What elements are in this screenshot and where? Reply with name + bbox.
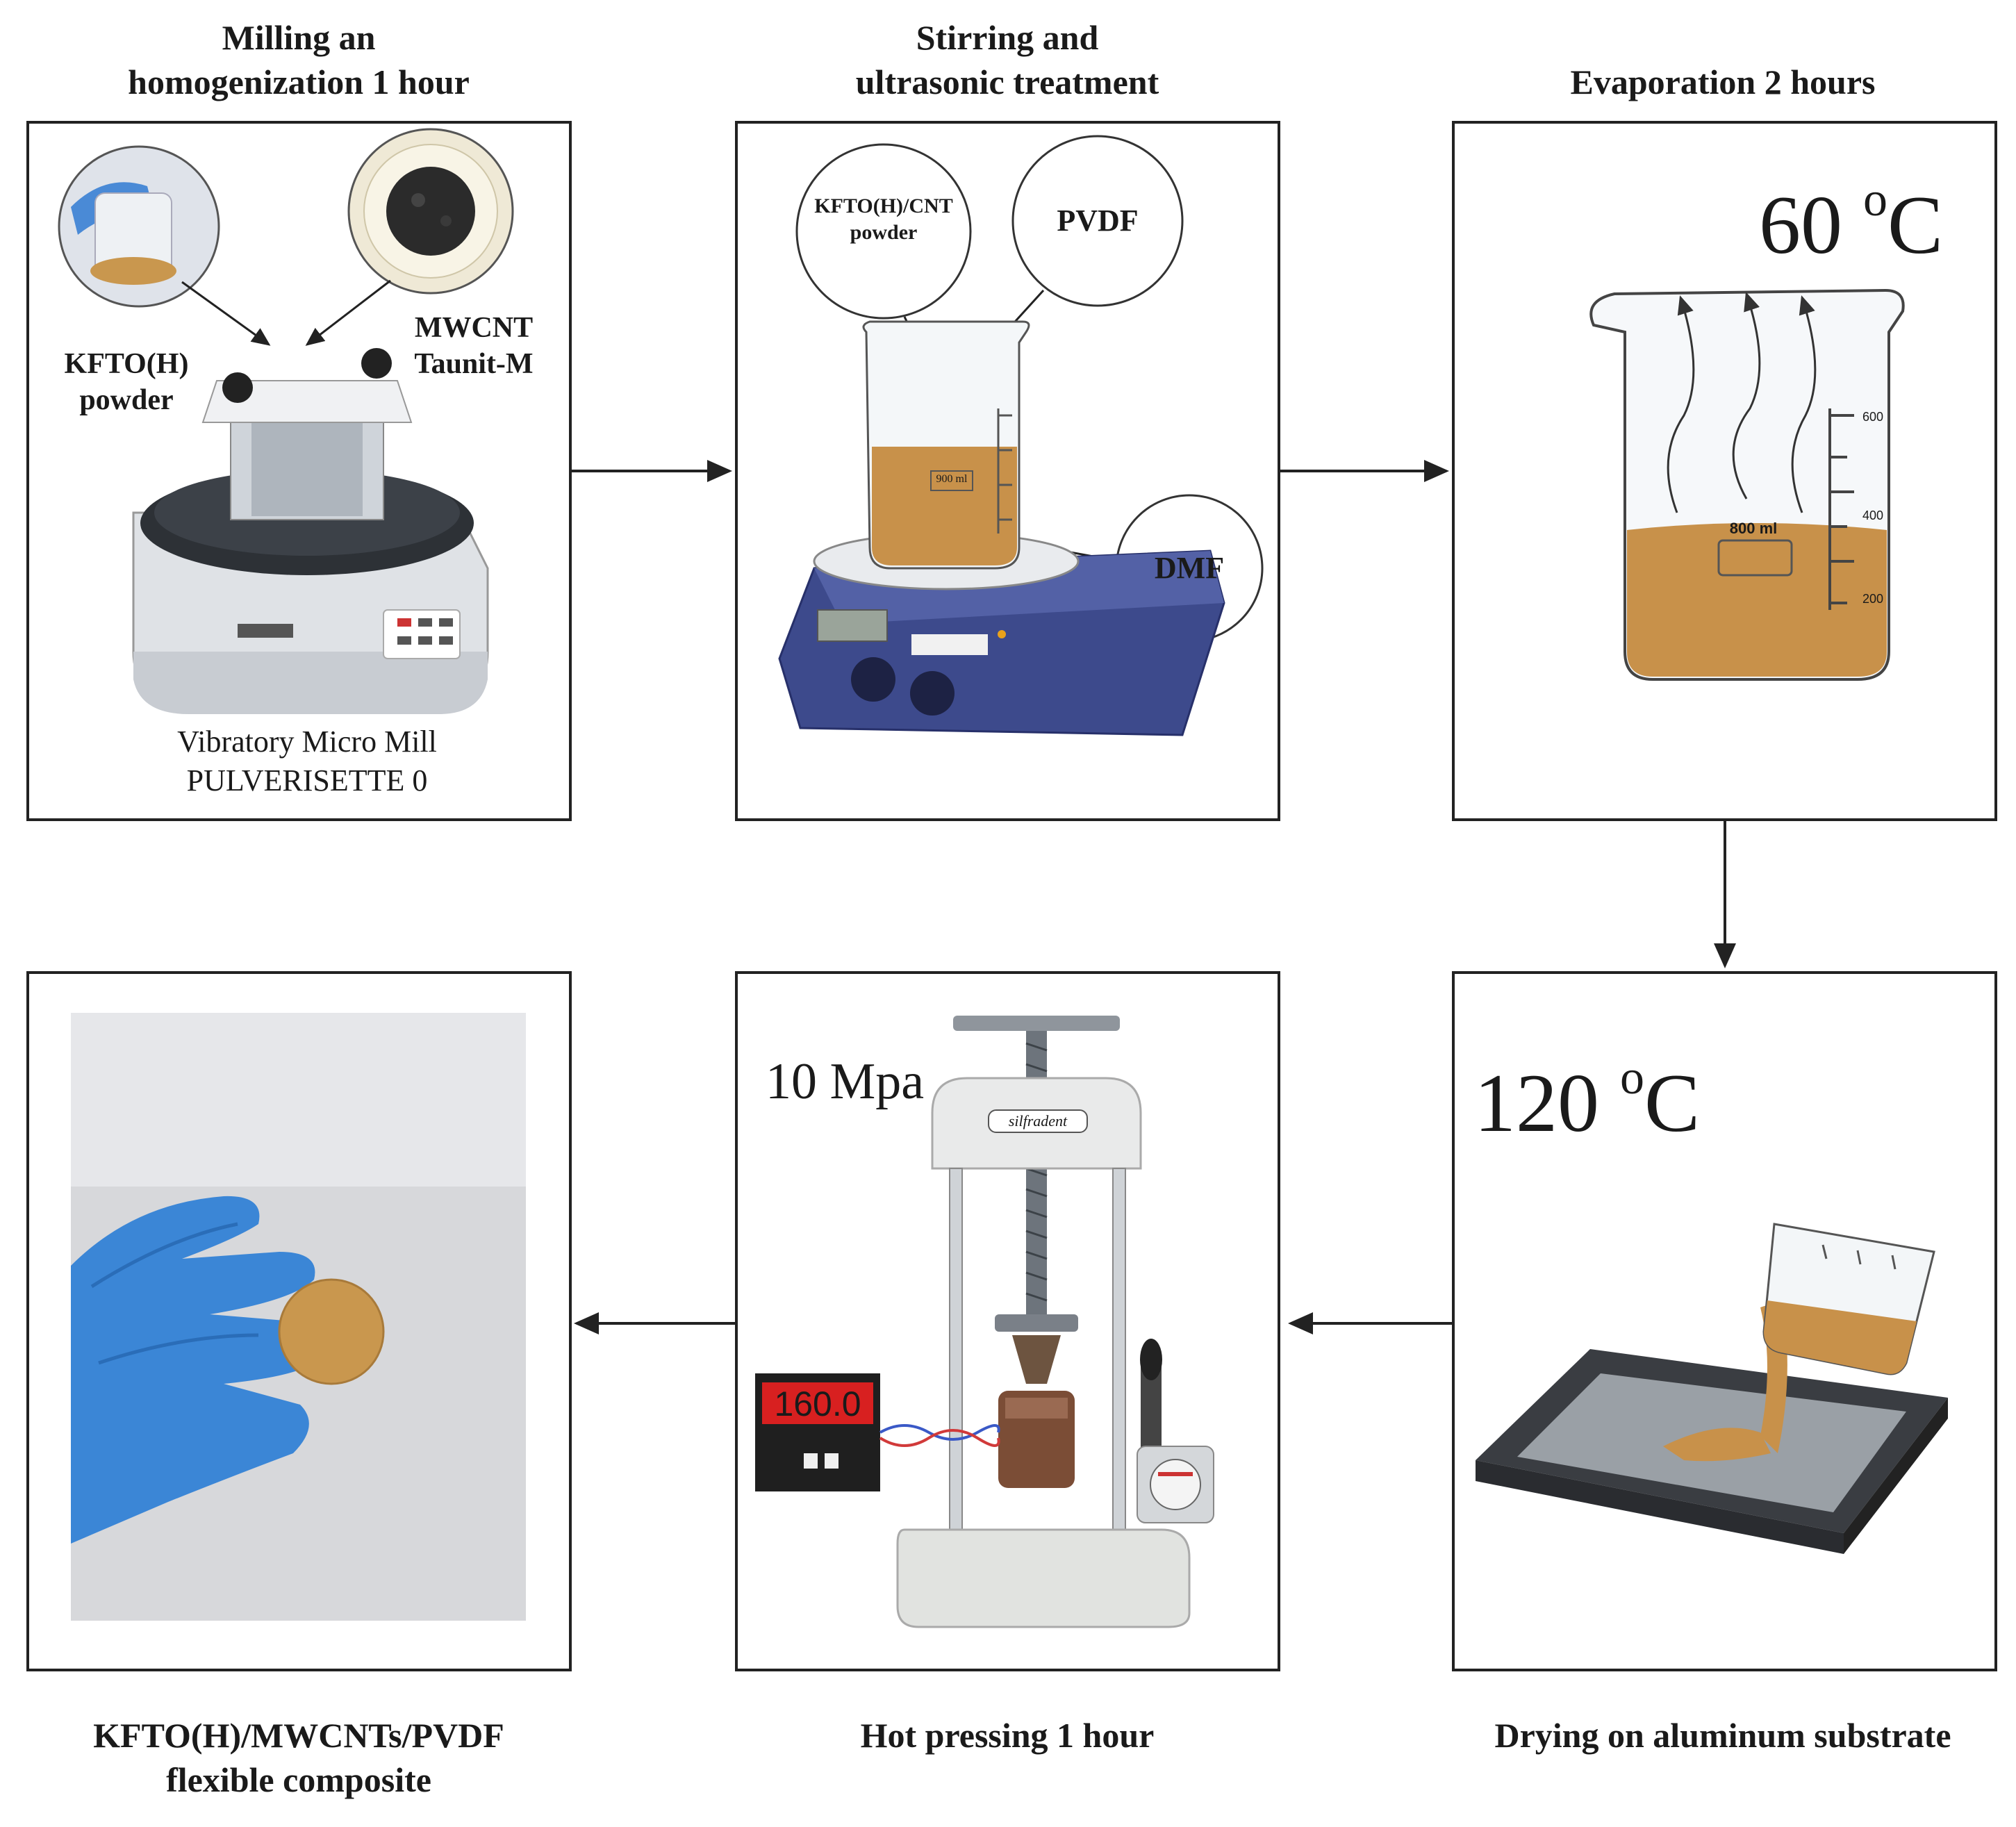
step-title-drying: Drying on aluminum substrate [1494,1716,1951,1755]
aluminum-substrate-tray [1476,1300,1948,1554]
panel-stirring: KFTO(H)/CNT powder PVDF DMF 900 ml [735,121,1280,821]
step-title-evaporation: Evaporation 2 hours [1570,63,1876,101]
degree-mark: o [1863,173,1887,226]
panel-result [26,971,572,1671]
beaker-stirring [862,320,1030,570]
hydraulic-press [896,1016,1214,1628]
temp-unit: C [1887,179,1944,271]
evaporation-illustration [1589,288,1905,681]
composite-disc [278,1278,385,1385]
step-title-stirring: Stirring and ultrasonic treatment [855,18,1159,101]
stirring-illustration [778,135,1264,736]
temp-value: 60 [1759,179,1863,271]
pressing-illustration [755,1016,1214,1628]
label-mwcnt: MWCNT Taunit-M [414,312,534,380]
pouring-beaker [1762,1223,1935,1375]
beaker-volume-label-evap: 800 ml [1729,520,1778,537]
label-kfto-powder: KFTO(H) powder [64,348,189,416]
temp-drying: 120 oC [1474,1030,1700,1152]
circle-dmf-label: DMF [1154,551,1225,585]
glove-hand [71,1196,318,1544]
circle-powder-label: KFTO(H)/CNT powder [814,195,953,244]
drying-illustration [1476,1223,1948,1554]
beaker-volume-label: 900 ml [936,473,968,485]
result-photo [71,1013,526,1621]
pressure-label: 10 Mpa [766,1053,925,1110]
press-brand: silfradent [988,1109,1088,1133]
caption-mill: Vibratory Micro Mill PULVERISETTE 0 [177,725,437,797]
step-title-result: KFTO(H)/MWCNTs/PVDF flexible composite [93,1716,504,1799]
temp-evaporation: 60 oC [1759,151,1943,274]
circle-pvdf-label: PVDF [1057,204,1139,238]
degree-mark-drying: o [1620,1051,1644,1105]
temperature-controller [755,1373,1000,1491]
step-title-pressing: Hot pressing 1 hour [860,1716,1155,1755]
circle-powder [795,143,972,320]
mwcnt-powder-photo [347,128,514,295]
vibratory-mill-device [132,348,489,714]
step-title-milling: Milling an homogenization 1 hour [128,18,470,101]
panel-milling: KFTO(H) powder MWCNT Taunit-M Vibratory … [26,121,572,821]
controller-display: 160.0 [774,1384,861,1423]
temp-unit-drying: C [1644,1057,1701,1149]
milling-illustration [58,128,514,714]
temp-value-drying: 120 [1474,1057,1620,1149]
beaker-evaporation [1589,288,1905,681]
panel-pressing: 10 Mpa 160.0 sil [735,971,1280,1671]
tick-200: 200 [1862,592,1884,606]
tick-600: 600 [1862,410,1884,424]
panel-evaporation: 60 oC 800 ml 600 400 200 [1452,121,1997,821]
kfto-powder-photo [58,145,220,308]
circle-pvdf [1011,135,1184,307]
panel-drying: 120 oC [1452,971,1997,1671]
tick-400: 400 [1862,509,1884,522]
